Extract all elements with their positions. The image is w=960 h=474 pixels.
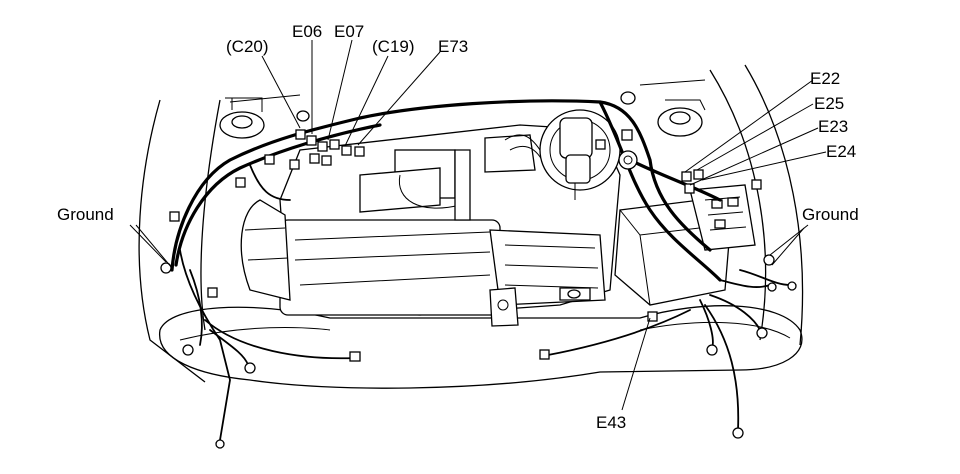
label-ground-right: Ground [802, 205, 859, 224]
label-e43: E43 [596, 413, 626, 432]
left-strut-tower [219, 97, 265, 139]
label-e07: E07 [334, 22, 364, 41]
right-strut-tower [657, 99, 706, 137]
label-ground-left: Ground [57, 205, 114, 224]
relay-box [689, 184, 756, 251]
label-e06: E06 [292, 22, 322, 41]
leader-lines [129, 39, 827, 411]
connectors [160, 91, 797, 449]
label-e22: E22 [810, 69, 840, 88]
label-e24: E24 [826, 142, 856, 161]
label-c19: (C19) [372, 37, 415, 56]
label-c20: (C20) [226, 37, 269, 56]
callout-labels: (C20) E06 E07 (C19) E73 E22 E25 E23 E24 … [57, 22, 859, 432]
engine-block [240, 124, 621, 327]
label-e25: E25 [814, 94, 844, 113]
label-e73: E73 [438, 37, 468, 56]
label-e23: E23 [818, 117, 848, 136]
main-wiring-harness [170, 99, 791, 441]
